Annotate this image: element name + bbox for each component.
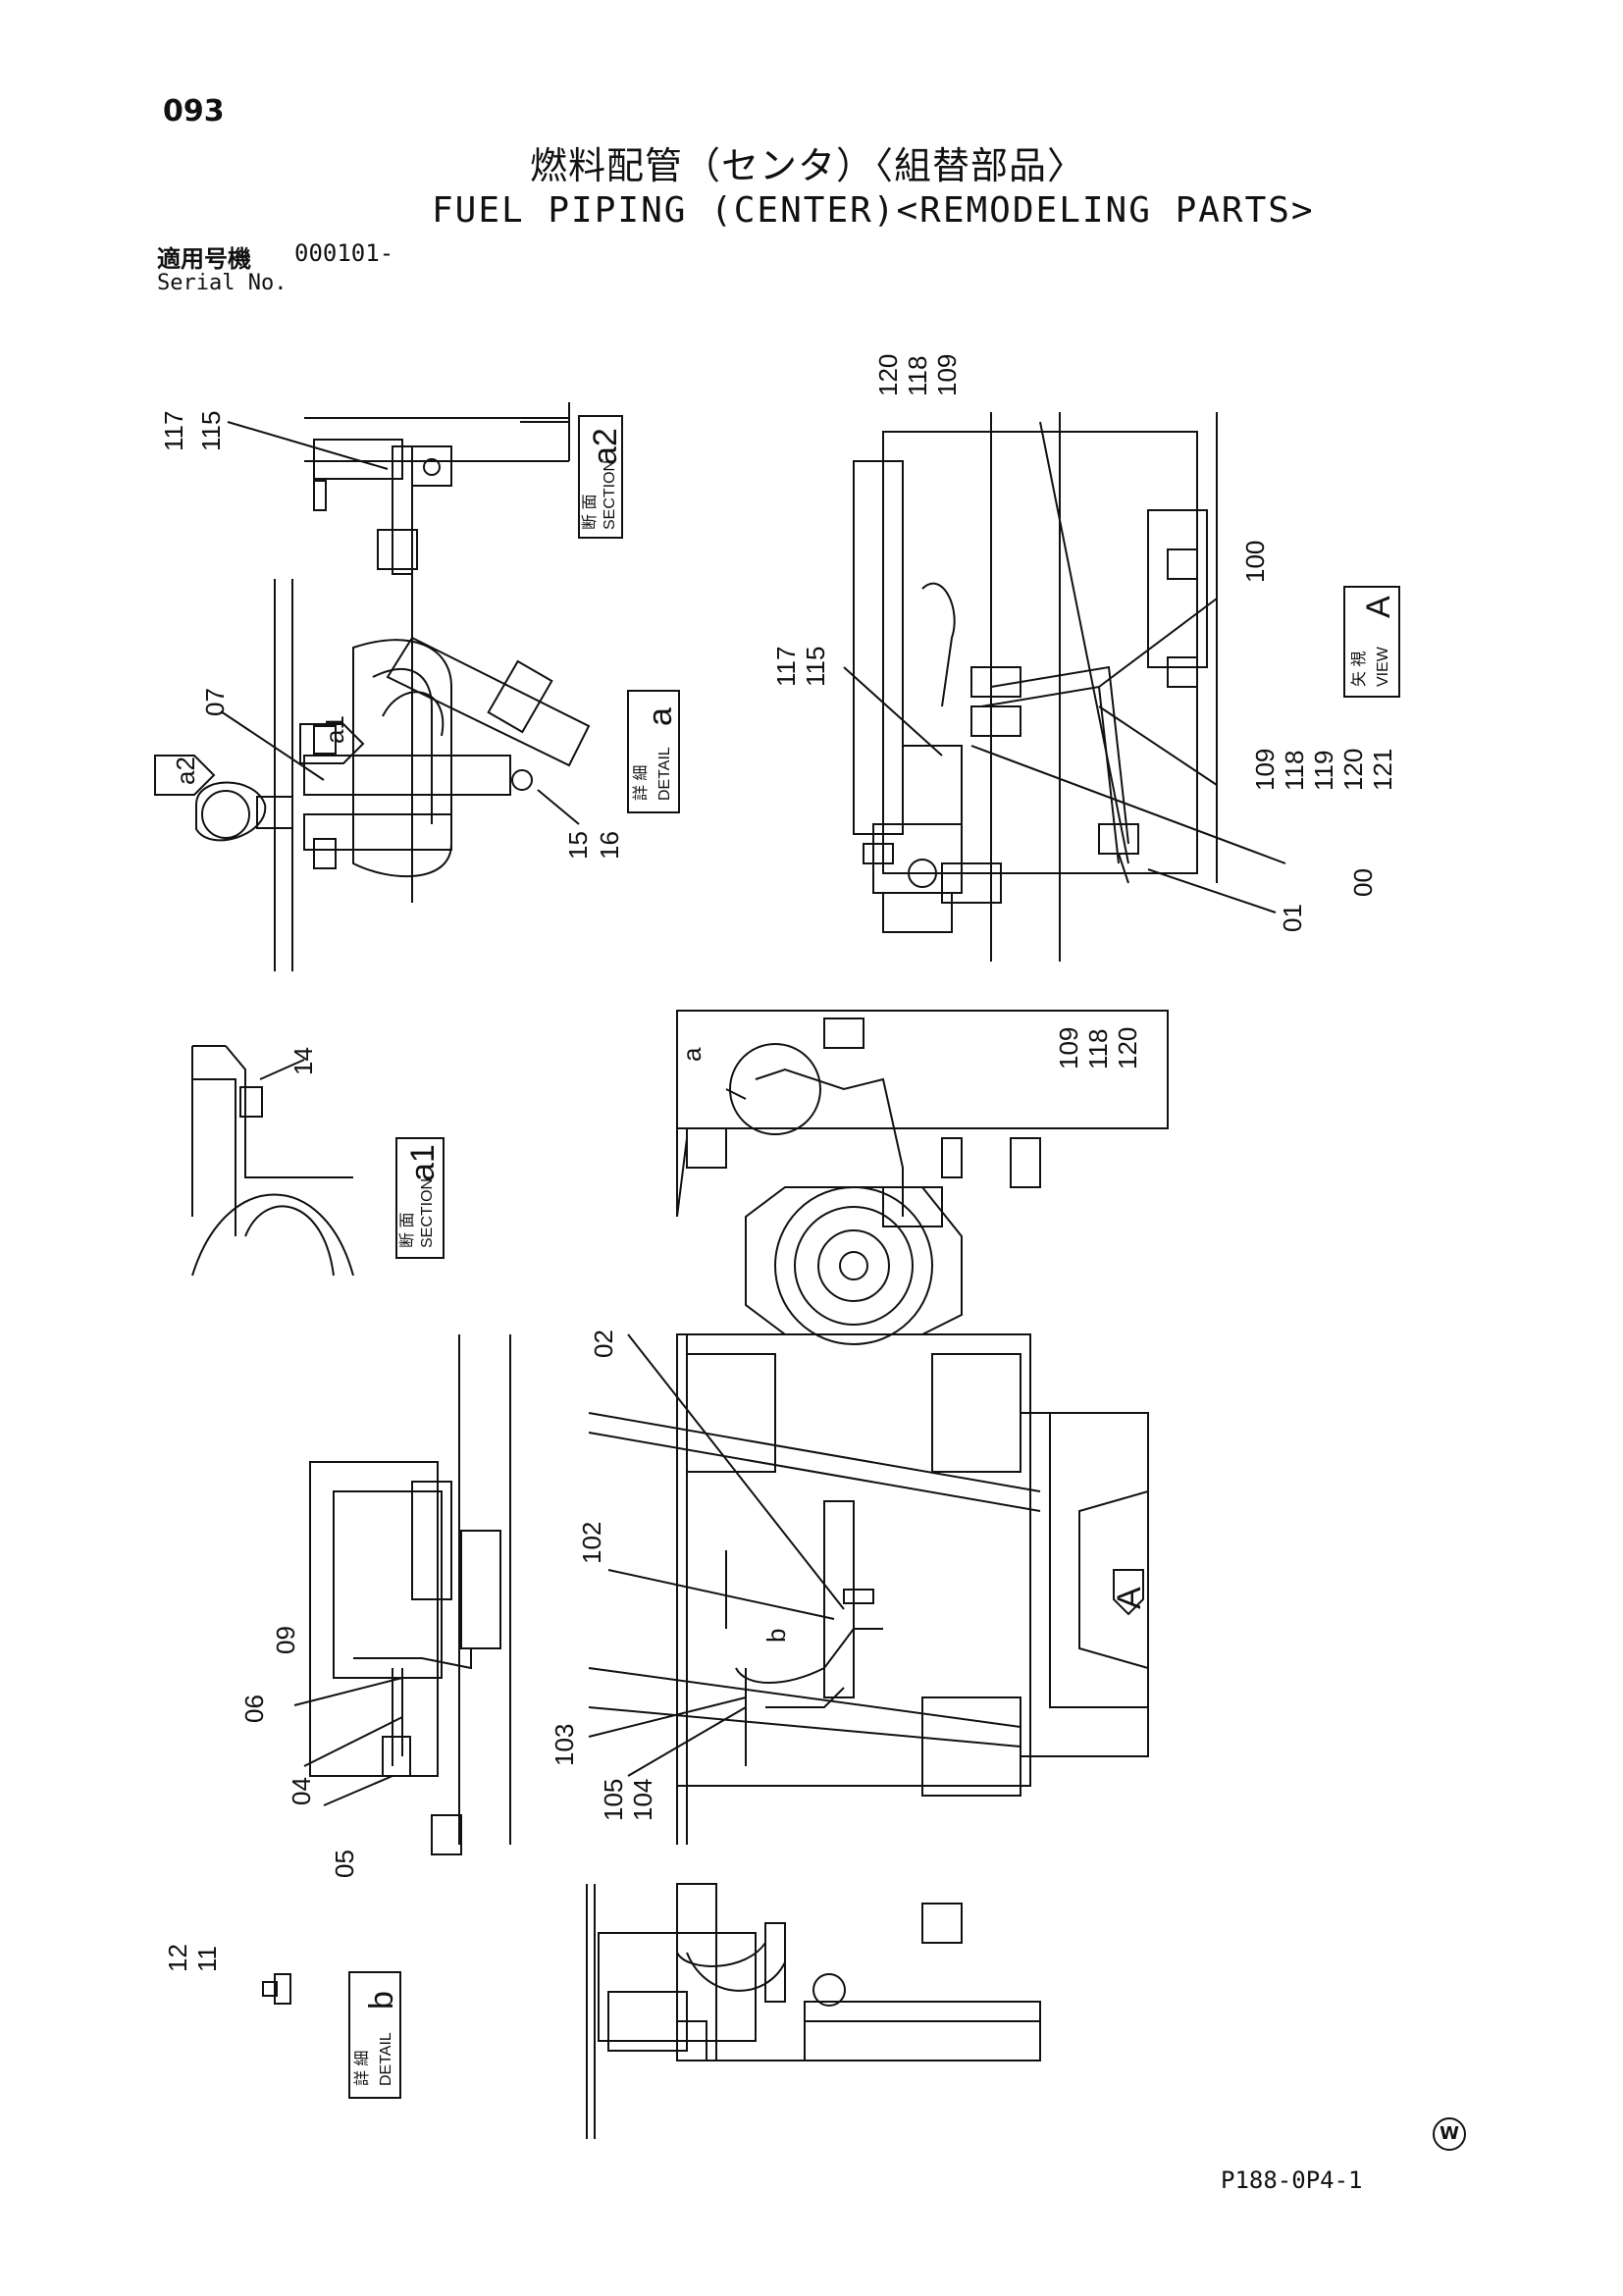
engine-figure — [676, 1010, 1169, 1345]
view-a-en: VIEW — [1375, 646, 1391, 687]
callout-117-a: 117 — [159, 411, 188, 451]
view-a-label-box — [1343, 586, 1400, 698]
detail-b-id: b — [363, 1991, 400, 2009]
section-a2-figure — [227, 402, 570, 575]
arrow-a1 — [299, 723, 365, 764]
callout-105: 105 — [599, 1779, 628, 1821]
callout-120-b: 120 — [873, 354, 903, 396]
callout-120-d: 120 — [1338, 749, 1368, 791]
callout-109-d: 109 — [1250, 749, 1280, 791]
arrow-A-label: A — [1111, 1587, 1148, 1609]
callout-118-d: 118 — [1280, 751, 1309, 791]
callout-04: 04 — [287, 1777, 316, 1805]
callout-a: a — [677, 1047, 707, 1062]
left-plan-figure — [293, 1334, 511, 1855]
section-a1-jp: 断 面 — [398, 1213, 416, 1248]
callout-119-d: 119 — [1309, 751, 1338, 791]
detail-a-en: DETAIL — [656, 747, 673, 801]
detail-b-en: DETAIL — [378, 2032, 394, 2086]
callout-11: 11 — [192, 1946, 222, 1972]
callout-109-e: 109 — [1054, 1027, 1083, 1070]
corner-w-mark: W — [1433, 2117, 1466, 2151]
callout-07: 07 — [200, 688, 230, 716]
callout-09: 09 — [271, 1626, 300, 1654]
section-a1-figure — [191, 1045, 354, 1277]
callout-b: b — [761, 1629, 791, 1643]
callout-103: 103 — [550, 1724, 579, 1766]
view-a-jp: 矢 視 — [1350, 652, 1368, 687]
arrow-a2-label: a2 — [171, 757, 200, 785]
callout-104: 104 — [628, 1779, 657, 1821]
arrow-a2 — [154, 755, 216, 796]
callout-118-b: 118 — [903, 356, 932, 396]
view-a-figure — [843, 412, 1286, 962]
title-japanese: 燃料配管（センタ）〈組替部品〉 — [530, 144, 1086, 187]
page-number: 093 — [163, 94, 225, 129]
detail-b-label-box — [348, 1971, 401, 2099]
detail-a-label-box — [627, 690, 680, 813]
callout-00: 00 — [1348, 868, 1378, 897]
section-a2-en: SECTION — [602, 460, 618, 530]
callout-109-b: 109 — [932, 354, 962, 396]
callout-117-c: 117 — [771, 647, 801, 687]
callout-115-c: 115 — [801, 647, 830, 687]
serial-label-japanese: 適用号機 — [157, 245, 251, 273]
callout-01: 01 — [1278, 904, 1307, 932]
callout-16: 16 — [595, 831, 624, 860]
detail-b-figure — [586, 1883, 1041, 2139]
detail-b-small-part — [262, 1973, 291, 2005]
detail-a-jp: 詳 細 — [632, 765, 650, 801]
title-english: FUEL PIPING (CENTER)<REMODELING PARTS> — [432, 190, 1315, 231]
detail-a-figure — [195, 569, 591, 971]
view-a-id: A — [1360, 596, 1397, 618]
frame-plan-figure — [588, 1333, 1149, 1845]
section-a2-label-box — [578, 415, 623, 539]
callout-02: 02 — [589, 1330, 618, 1358]
document-code: P188-0P4-1 — [1221, 2166, 1363, 2194]
serial-label-english: Serial No. — [157, 271, 288, 295]
section-a1-en: SECTION — [419, 1178, 436, 1248]
callout-100: 100 — [1240, 541, 1270, 583]
callout-15: 15 — [563, 831, 593, 860]
callout-121-d: 121 — [1368, 749, 1397, 791]
callout-06: 06 — [239, 1695, 269, 1723]
serial-value: 000101- — [294, 239, 394, 267]
callout-14: 14 — [288, 1047, 318, 1075]
callout-115-a: 115 — [196, 411, 226, 451]
section-a1-label-box — [395, 1137, 445, 1259]
callout-120-e: 120 — [1113, 1027, 1142, 1070]
callout-102: 102 — [577, 1522, 606, 1564]
callout-05: 05 — [330, 1850, 359, 1878]
section-a2-jp: 断 面 — [581, 495, 599, 530]
detail-b-jp: 詳 細 — [353, 2051, 371, 2086]
callout-118-e: 118 — [1083, 1029, 1113, 1070]
section-a1-id: a1 — [404, 1144, 442, 1181]
callout-12: 12 — [163, 1944, 192, 1972]
arrow-a1-label: a1 — [320, 715, 349, 744]
detail-a-id: a — [642, 707, 679, 726]
section-a2-id: a2 — [587, 428, 624, 465]
